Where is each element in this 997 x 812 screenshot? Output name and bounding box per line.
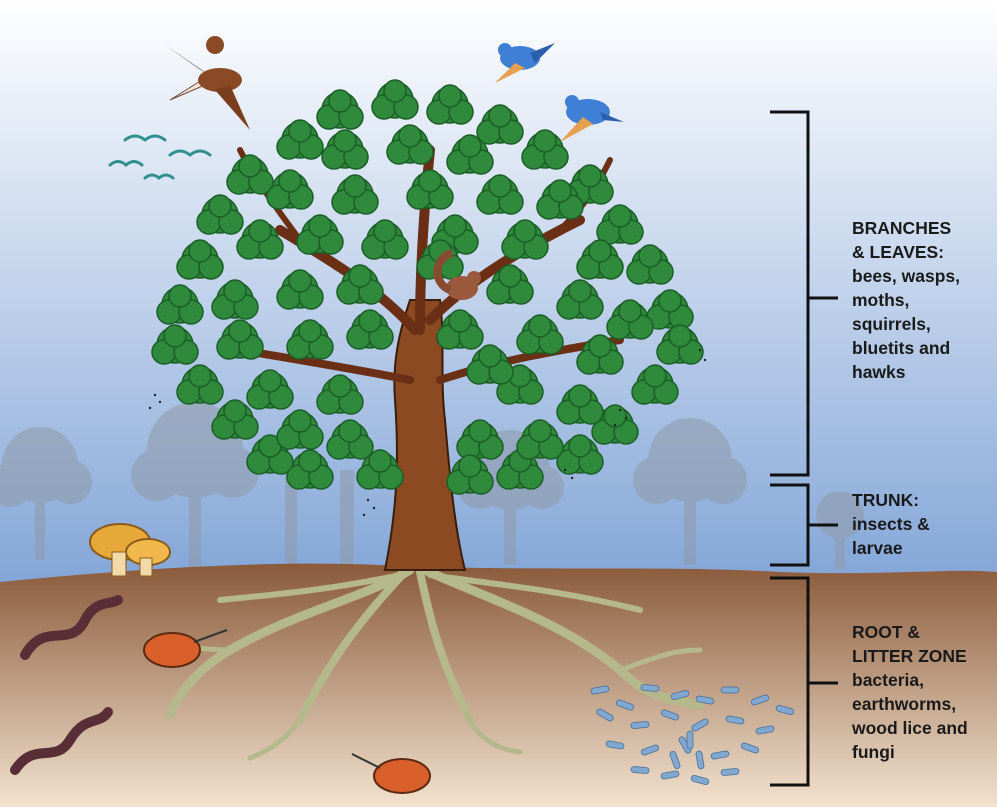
bacterium: [631, 721, 649, 729]
label-line: TRUNK:: [852, 488, 930, 512]
label-line: squirrels,: [852, 312, 960, 336]
label-root-litter-zone: ROOT & LITTER ZONE bacteria, earthworms,…: [852, 620, 968, 764]
bacterium: [687, 731, 693, 749]
label-line: bacteria,: [852, 668, 968, 692]
label-line: bluetits and: [852, 336, 960, 360]
label-line: earthworms,: [852, 692, 968, 716]
label-line: hawks: [852, 360, 960, 384]
label-line: BRANCHES: [852, 216, 960, 240]
bacterium: [721, 687, 739, 693]
label-trunk: TRUNK: insects & larvae: [852, 488, 930, 560]
label-line: & LEAVES:: [852, 240, 960, 264]
label-line: wood lice and: [852, 716, 968, 740]
label-line: larvae: [852, 536, 930, 560]
bacterium: [721, 768, 739, 776]
label-line: insects &: [852, 512, 930, 536]
label-line: bees, wasps,: [852, 264, 960, 288]
bacterium: [631, 766, 649, 774]
bacterium: [641, 684, 659, 692]
label-line: fungi: [852, 740, 968, 764]
label-line: LITTER ZONE: [852, 644, 968, 668]
label-branches-leaves: BRANCHES & LEAVES: bees, wasps, moths, s…: [852, 216, 960, 384]
label-line: ROOT &: [852, 620, 968, 644]
label-line: moths,: [852, 288, 960, 312]
